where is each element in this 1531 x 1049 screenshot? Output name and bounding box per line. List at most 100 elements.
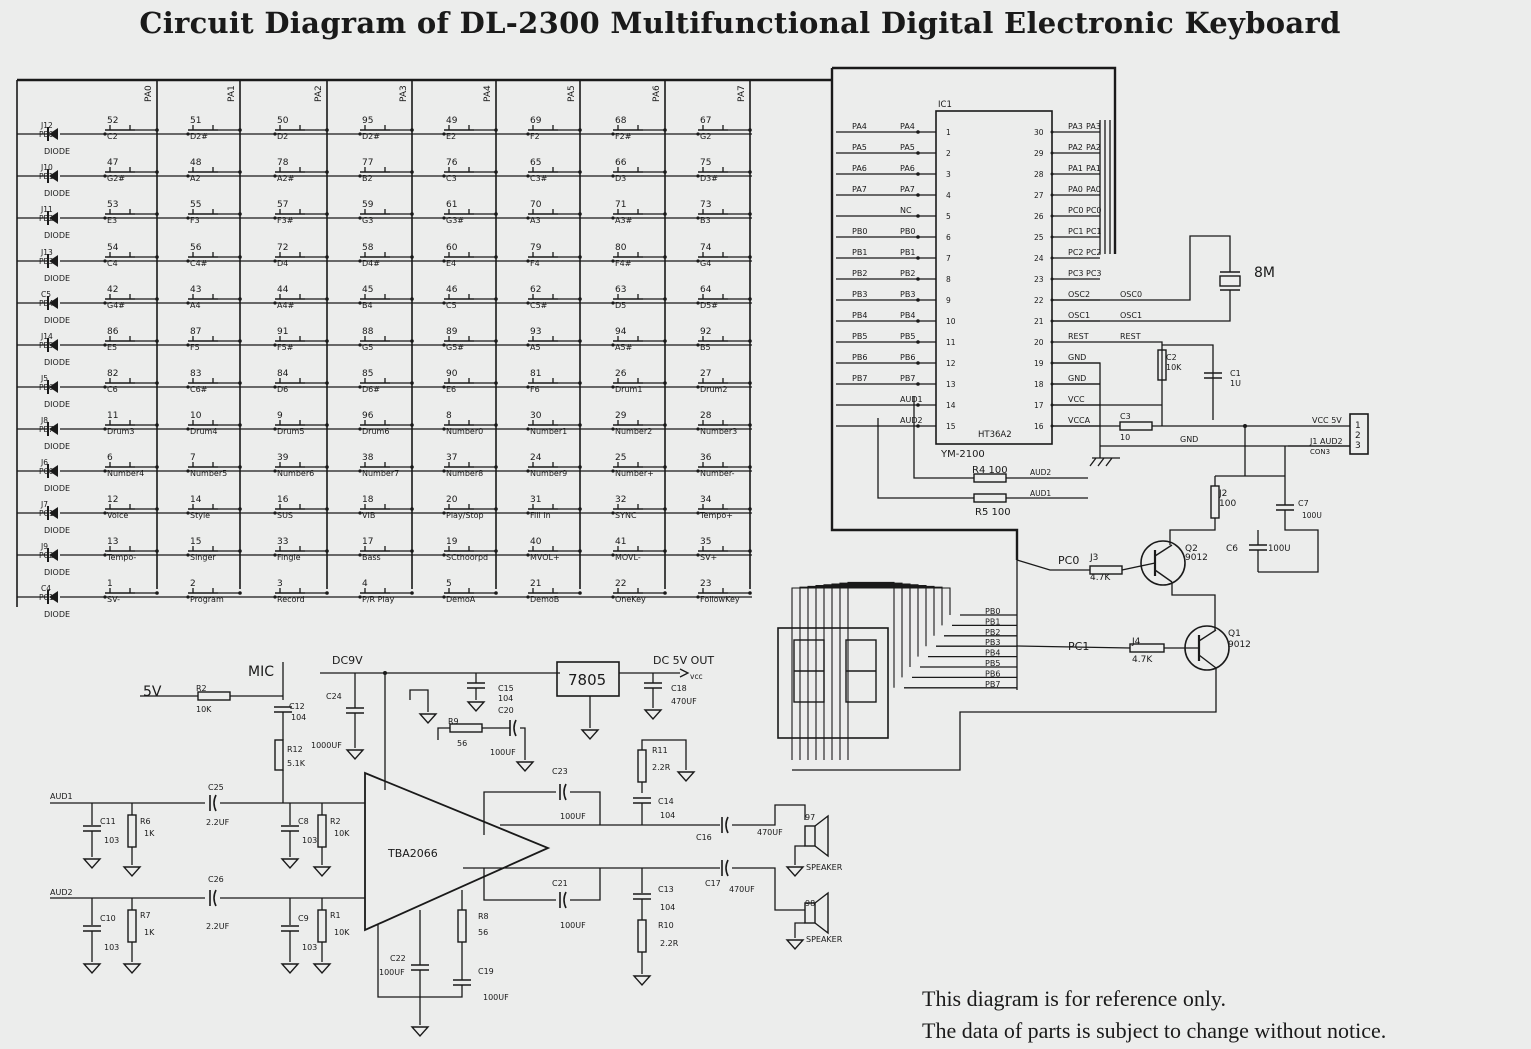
junction-dot — [442, 259, 446, 263]
capacitor-c8 — [281, 825, 299, 832]
pin-name: PB5 — [900, 332, 915, 341]
aud-wire — [913, 396, 974, 479]
pin-number: 16 — [1034, 422, 1044, 431]
key-number: 55 — [190, 200, 201, 210]
junction-dot — [526, 595, 530, 599]
capacitor-c24 — [346, 707, 364, 714]
junction-dot — [748, 423, 752, 427]
pin-name: OSC1 — [1068, 311, 1090, 320]
junction-dot — [103, 343, 107, 347]
key-name: E2 — [446, 132, 456, 141]
pin-number: 19 — [1034, 359, 1044, 368]
key-number: 64 — [700, 285, 712, 295]
net-label: AUD2 — [1030, 468, 1051, 477]
ref-label: Q2 — [1185, 544, 1198, 554]
pin-number: 26 — [1034, 212, 1044, 221]
junction-dot — [273, 553, 277, 557]
capacitor-c11 — [83, 825, 101, 832]
pin-net-label: PA2 — [1086, 143, 1101, 152]
junction-dot — [663, 507, 667, 511]
key-name: Drum3 — [107, 427, 134, 436]
junction-dot — [526, 511, 530, 515]
ground-symbol — [122, 963, 142, 975]
ref-label: R2 — [196, 684, 207, 693]
key-number: 36 — [700, 453, 712, 463]
key-number: 78 — [277, 158, 289, 168]
value-label: 100UF — [560, 812, 586, 821]
ground-symbol — [280, 963, 300, 975]
junction-dot — [358, 469, 362, 473]
value-label: 9012 — [1185, 553, 1208, 563]
junction-dot — [696, 132, 700, 136]
junction-dot — [273, 259, 277, 263]
key-number: 83 — [190, 369, 201, 379]
diode-icon — [49, 507, 58, 519]
key-number: 34 — [700, 495, 712, 505]
resistor-r2-input — [197, 691, 231, 701]
junction-dot — [748, 549, 752, 553]
jumper-label: J7 — [40, 500, 48, 509]
ref-label: C16 — [696, 833, 712, 842]
key-number: 58 — [362, 243, 374, 253]
speaker-number: 97 — [805, 813, 815, 822]
ground-symbol — [82, 963, 102, 975]
pin-net-label: PB1 — [852, 248, 867, 257]
pin-number: 18 — [1034, 380, 1044, 389]
key-name: Drum1 — [615, 385, 642, 394]
ref-label: R10 — [658, 921, 674, 930]
junction-dot — [1050, 130, 1054, 134]
key-switch-Fill In: 31Fill In — [526, 495, 582, 520]
diode-label: DIODE — [44, 231, 70, 240]
osc-wire — [1052, 290, 1231, 322]
junction-dot — [611, 469, 615, 473]
key-number: 94 — [615, 327, 627, 337]
key-number: 2 — [190, 579, 196, 589]
value-label: 470UF — [729, 885, 755, 894]
junction-dot — [238, 423, 242, 427]
junction-dot — [273, 511, 277, 515]
junction-dot — [410, 297, 414, 301]
ref-label: R8 — [478, 912, 489, 921]
pin-name: GND — [1068, 374, 1086, 383]
key-name: Drum5 — [277, 427, 304, 436]
pin-number: 17 — [1034, 401, 1044, 410]
matrix-row-PB5: J14PB5DIODE86E587F591F5#88G589G5#93A594A… — [17, 327, 752, 367]
ref-label: R2 — [330, 817, 341, 826]
key-number: 27 — [700, 369, 711, 379]
capacitor-c19 — [453, 979, 471, 986]
value-label: 103 — [302, 836, 317, 845]
column-label-PA5: PA5 — [567, 85, 577, 102]
display-pin-label: PB7 — [985, 680, 1000, 689]
wire — [420, 985, 463, 998]
key-number: 43 — [190, 285, 201, 295]
junction-dot — [696, 511, 700, 515]
key-number: 13 — [107, 537, 118, 547]
ref-label: J2 — [1218, 489, 1227, 499]
key-name: Number- — [700, 469, 735, 478]
key-name: Number+ — [615, 469, 654, 478]
junction-dot — [410, 170, 414, 174]
value-label: 100 — [1219, 499, 1236, 509]
key-name: A2# — [277, 174, 295, 183]
key-name: D4# — [362, 259, 380, 268]
key-name: E3 — [107, 216, 117, 225]
column-label-PA6: PA6 — [652, 85, 662, 102]
key-number: 47 — [107, 158, 118, 168]
junction-dot — [186, 595, 190, 599]
key-name: C3# — [530, 174, 548, 183]
key-number: 50 — [277, 116, 289, 126]
key-name: Record — [277, 595, 305, 604]
pin-net-label: PC3 — [1086, 269, 1102, 278]
